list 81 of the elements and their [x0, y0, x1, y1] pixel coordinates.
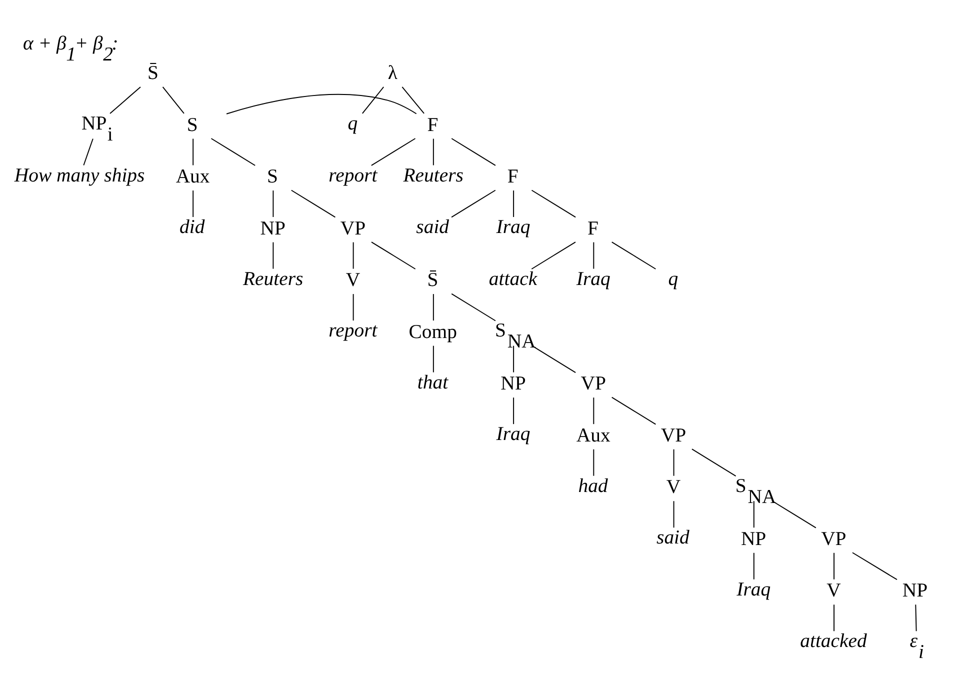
- connector: [110, 86, 141, 114]
- connector: [531, 345, 576, 374]
- node-text: V: [666, 476, 681, 498]
- connector: [531, 190, 576, 218]
- connector: [915, 604, 917, 632]
- node-text: that: [417, 371, 448, 394]
- connector: [852, 552, 898, 580]
- node-text: report: [328, 320, 378, 342]
- node-text: Iraq: [496, 216, 530, 238]
- node-text: VP: [660, 424, 686, 446]
- connector: [352, 294, 354, 322]
- node-text: Reuters: [403, 164, 464, 186]
- connector: [513, 397, 514, 425]
- connector: [370, 138, 416, 166]
- connector: [772, 500, 816, 528]
- connector: [593, 448, 594, 476]
- connector: [611, 396, 656, 425]
- node-text: V: [826, 580, 841, 602]
- connector: [451, 190, 496, 218]
- node-text: How many ships: [14, 164, 145, 186]
- connector: [432, 345, 434, 373]
- node-text: Iraq: [496, 423, 530, 446]
- connector: [513, 345, 514, 373]
- connector: [83, 138, 94, 166]
- connector: [162, 86, 184, 114]
- connector: [192, 190, 194, 218]
- connector: [362, 86, 384, 114]
- connector: [192, 138, 194, 166]
- node-text: S̄: [427, 269, 438, 292]
- node-text: q: [668, 268, 678, 290]
- node-text: S: [267, 166, 278, 188]
- connector: [210, 138, 256, 166]
- node-text: S: [186, 114, 198, 136]
- connector: [352, 242, 354, 270]
- connector: [611, 242, 656, 270]
- connector: [272, 190, 274, 218]
- connector: [272, 242, 274, 270]
- connector: [753, 552, 754, 580]
- connector: [513, 190, 514, 218]
- node-text: VP: [580, 372, 606, 395]
- connector: [290, 190, 336, 218]
- node-text: attacked: [800, 630, 867, 652]
- connector: [691, 448, 736, 477]
- connector: [753, 500, 754, 528]
- connector: [432, 294, 434, 322]
- node-text: V: [346, 269, 360, 292]
- connector: [371, 242, 416, 270]
- node-text: Aux: [176, 166, 210, 188]
- node-text: Comp: [408, 320, 457, 343]
- connector: [673, 500, 674, 528]
- node-text: had: [578, 474, 608, 497]
- node-text: NP: [500, 372, 526, 395]
- connector: [402, 86, 425, 114]
- node-text: report: [328, 164, 378, 186]
- node-text: said: [656, 526, 690, 549]
- connector: [451, 138, 496, 166]
- node-text: Reuters: [243, 268, 304, 290]
- node-text: λ: [388, 62, 398, 84]
- node-text: S̄: [147, 62, 158, 84]
- connector: [226, 94, 417, 114]
- node-text: F: [507, 166, 518, 188]
- node-text: q: [348, 112, 358, 135]
- node-text: NP: [260, 217, 286, 240]
- node-text: did: [180, 216, 205, 238]
- node-text: NP: [740, 528, 766, 550]
- connector: [673, 448, 674, 476]
- connector: [593, 242, 594, 270]
- node-text: F: [427, 114, 438, 136]
- node-text: VP: [340, 217, 366, 240]
- node-text: F: [588, 217, 598, 240]
- connector: [451, 293, 496, 322]
- node-text: Aux: [576, 424, 610, 446]
- node-text: NP: [902, 580, 928, 602]
- node-text: Iraq: [736, 578, 771, 600]
- connector: [432, 138, 434, 166]
- connector: [593, 397, 594, 425]
- node-text: VP: [821, 528, 846, 550]
- node-text: Iraq: [576, 268, 610, 290]
- connector: [531, 242, 576, 270]
- node-text: said: [416, 216, 450, 238]
- node-text: attack: [488, 268, 538, 290]
